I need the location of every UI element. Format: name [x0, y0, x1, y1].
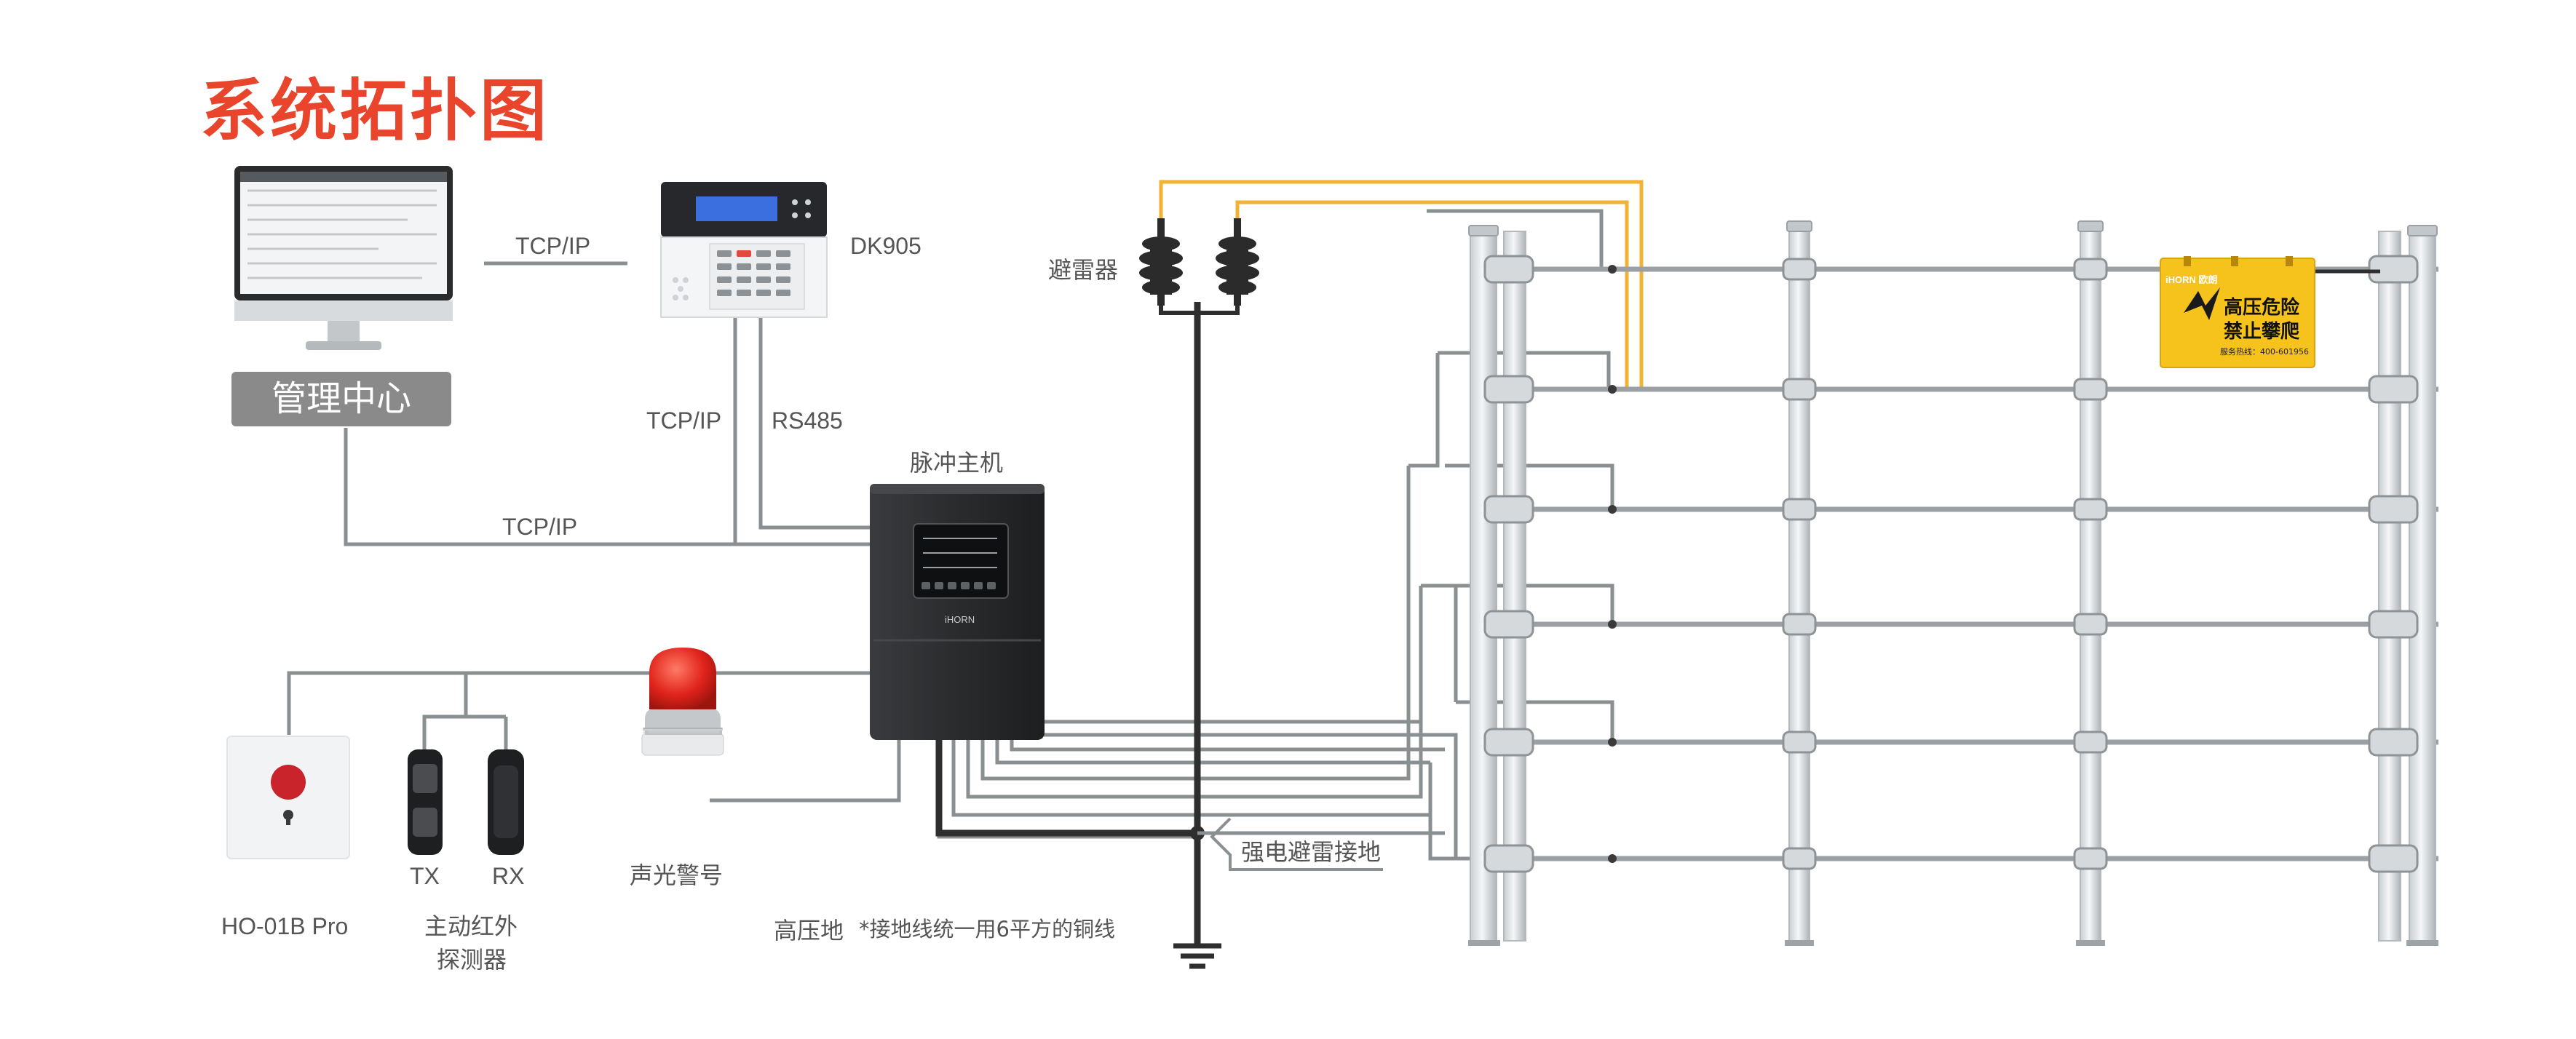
fence-post-mid-1: [1785, 225, 1814, 946]
alarm-light-icon: [641, 648, 724, 756]
alarm-light-label: 声光警号: [630, 861, 724, 889]
sign-service: 服务热线：400-601956: [2220, 347, 2309, 357]
dk905-label: DK905: [850, 233, 922, 259]
ir-detector-label-1: 主动红外: [424, 912, 518, 940]
lightning-arrester-label: 避雷器: [1048, 256, 1119, 284]
fence-lead-1: [937, 739, 1201, 839]
host-brand: iHORN: [945, 614, 975, 625]
hv-ground-label: 高压地: [774, 917, 844, 944]
fence-strands: [1499, 266, 2438, 861]
fence-post-right: [2378, 231, 2438, 946]
ir-tx-icon: [408, 749, 443, 855]
tcpip-label-top: TCP/IP: [515, 233, 591, 259]
hv-ground-wire: [935, 739, 1197, 837]
management-center-label: 管理中心: [231, 372, 451, 426]
peripheral-bus: [287, 671, 873, 735]
alarm-link: [710, 739, 901, 803]
arrester-left: [1139, 218, 1183, 306]
ir-detector-label-2: 探测器: [437, 946, 507, 974]
emergency-button-icon: [226, 736, 350, 859]
tcpip-label-mid: TCP/IP: [646, 407, 722, 434]
strong-grounding-label: 强电避雷接地: [1241, 838, 1382, 866]
pulse-host-icon: [870, 484, 1045, 740]
tcpip-link-bottom: [344, 428, 873, 546]
ir-rx-icon: [488, 749, 524, 855]
electric-fence: [1468, 220, 2438, 946]
fence-post-left: [1468, 231, 1526, 946]
sign-line-2: 禁止攀爬: [2224, 321, 2300, 343]
lightning-arresters: [1139, 218, 1259, 306]
hv-wiring: [1159, 180, 1644, 389]
ground-wiring: [935, 302, 1445, 969]
rs485-label: RS485: [772, 407, 843, 434]
page-title: 系统拓扑图: [200, 72, 550, 150]
rx-label: RX: [492, 863, 525, 889]
sign-brand: iHORN 欧朗: [2165, 274, 2218, 285]
ground-note-label: *接地线统一用6平方的铜线: [859, 917, 1115, 942]
ir-link: [422, 673, 468, 749]
sign-line-1: 高压危险: [2224, 297, 2300, 319]
ir-detector-icons: [408, 749, 524, 855]
pulse-host-label: 脉冲主机: [910, 449, 1004, 477]
ho01b-label: HO-01B Pro: [221, 913, 349, 939]
hv-wire-2: [1235, 200, 1629, 389]
fence-lead-2: [951, 739, 1430, 817]
ground-symbol: [1173, 943, 1221, 969]
insulators: [1483, 255, 2419, 873]
tcpip-label-bottom: TCP/IP: [502, 514, 578, 540]
hv-wire-1: [1159, 180, 1644, 389]
monitor-icon: [234, 166, 453, 350]
tx-label: TX: [410, 863, 440, 889]
dk905-rs485-link: [758, 318, 873, 530]
warning-sign-icon: [2160, 256, 2315, 368]
fence-post-mid-2: [2076, 225, 2105, 946]
high-voltage-icon: [2184, 287, 2220, 320]
arrester-right: [1216, 218, 1259, 306]
dk905-device-icon: [660, 182, 828, 318]
